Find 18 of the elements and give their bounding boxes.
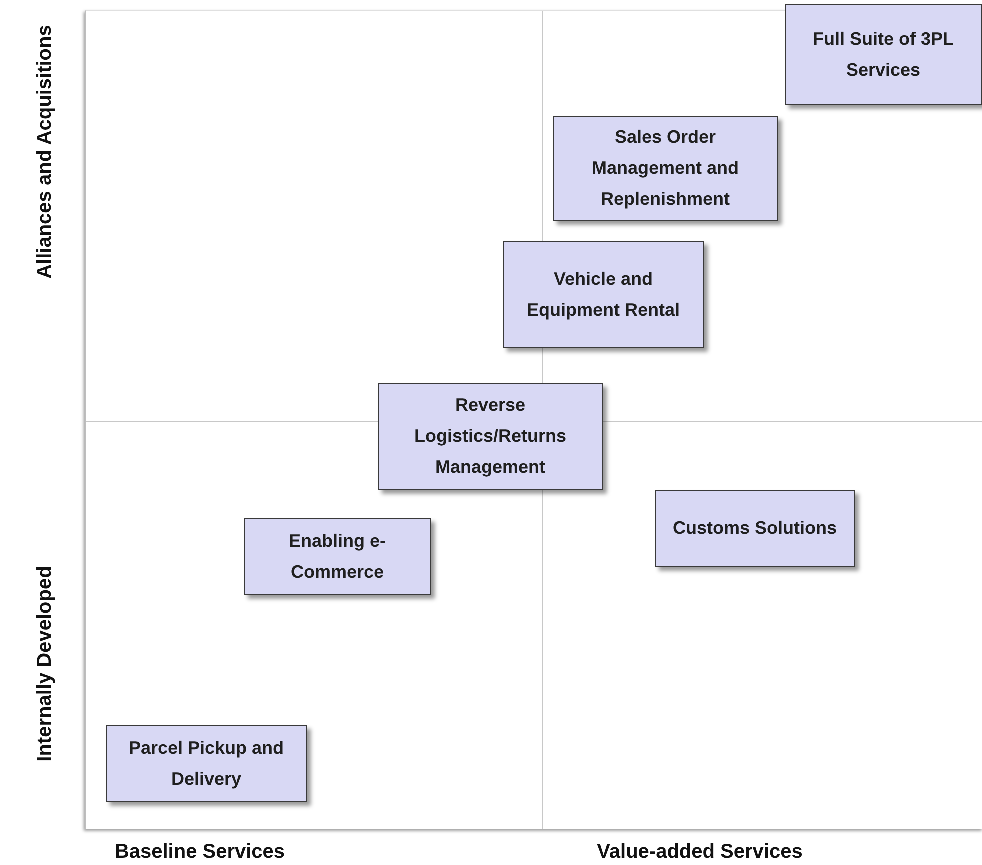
- service-label: Customs Solutions: [672, 517, 837, 540]
- service-label: Parcel Pickup and Delivery: [128, 736, 286, 791]
- service-box: [785, 4, 982, 105]
- service-label: Full Suite of 3PL Services: [812, 28, 955, 82]
- service-label: Sales Order Management and Replenishment: [590, 126, 740, 211]
- service-box: [378, 383, 603, 490]
- axis-label: Internally Developed: [33, 565, 57, 764]
- service-label: Vehicle and Equipment Rental: [526, 268, 681, 322]
- axis-label: Baseline Services: [114, 840, 286, 864]
- service-box: [106, 725, 307, 802]
- service-box: [553, 116, 778, 221]
- axis-label: Value-added Services: [596, 840, 804, 864]
- service-box: [503, 241, 704, 348]
- axis-label: Alliances and Acquisitions: [33, 24, 57, 281]
- service-label: Reverse Logistics/Returns Management: [413, 394, 568, 479]
- service-box: [655, 490, 855, 567]
- service-label: Enabling e-Commerce: [288, 530, 387, 584]
- service-box: [244, 518, 431, 595]
